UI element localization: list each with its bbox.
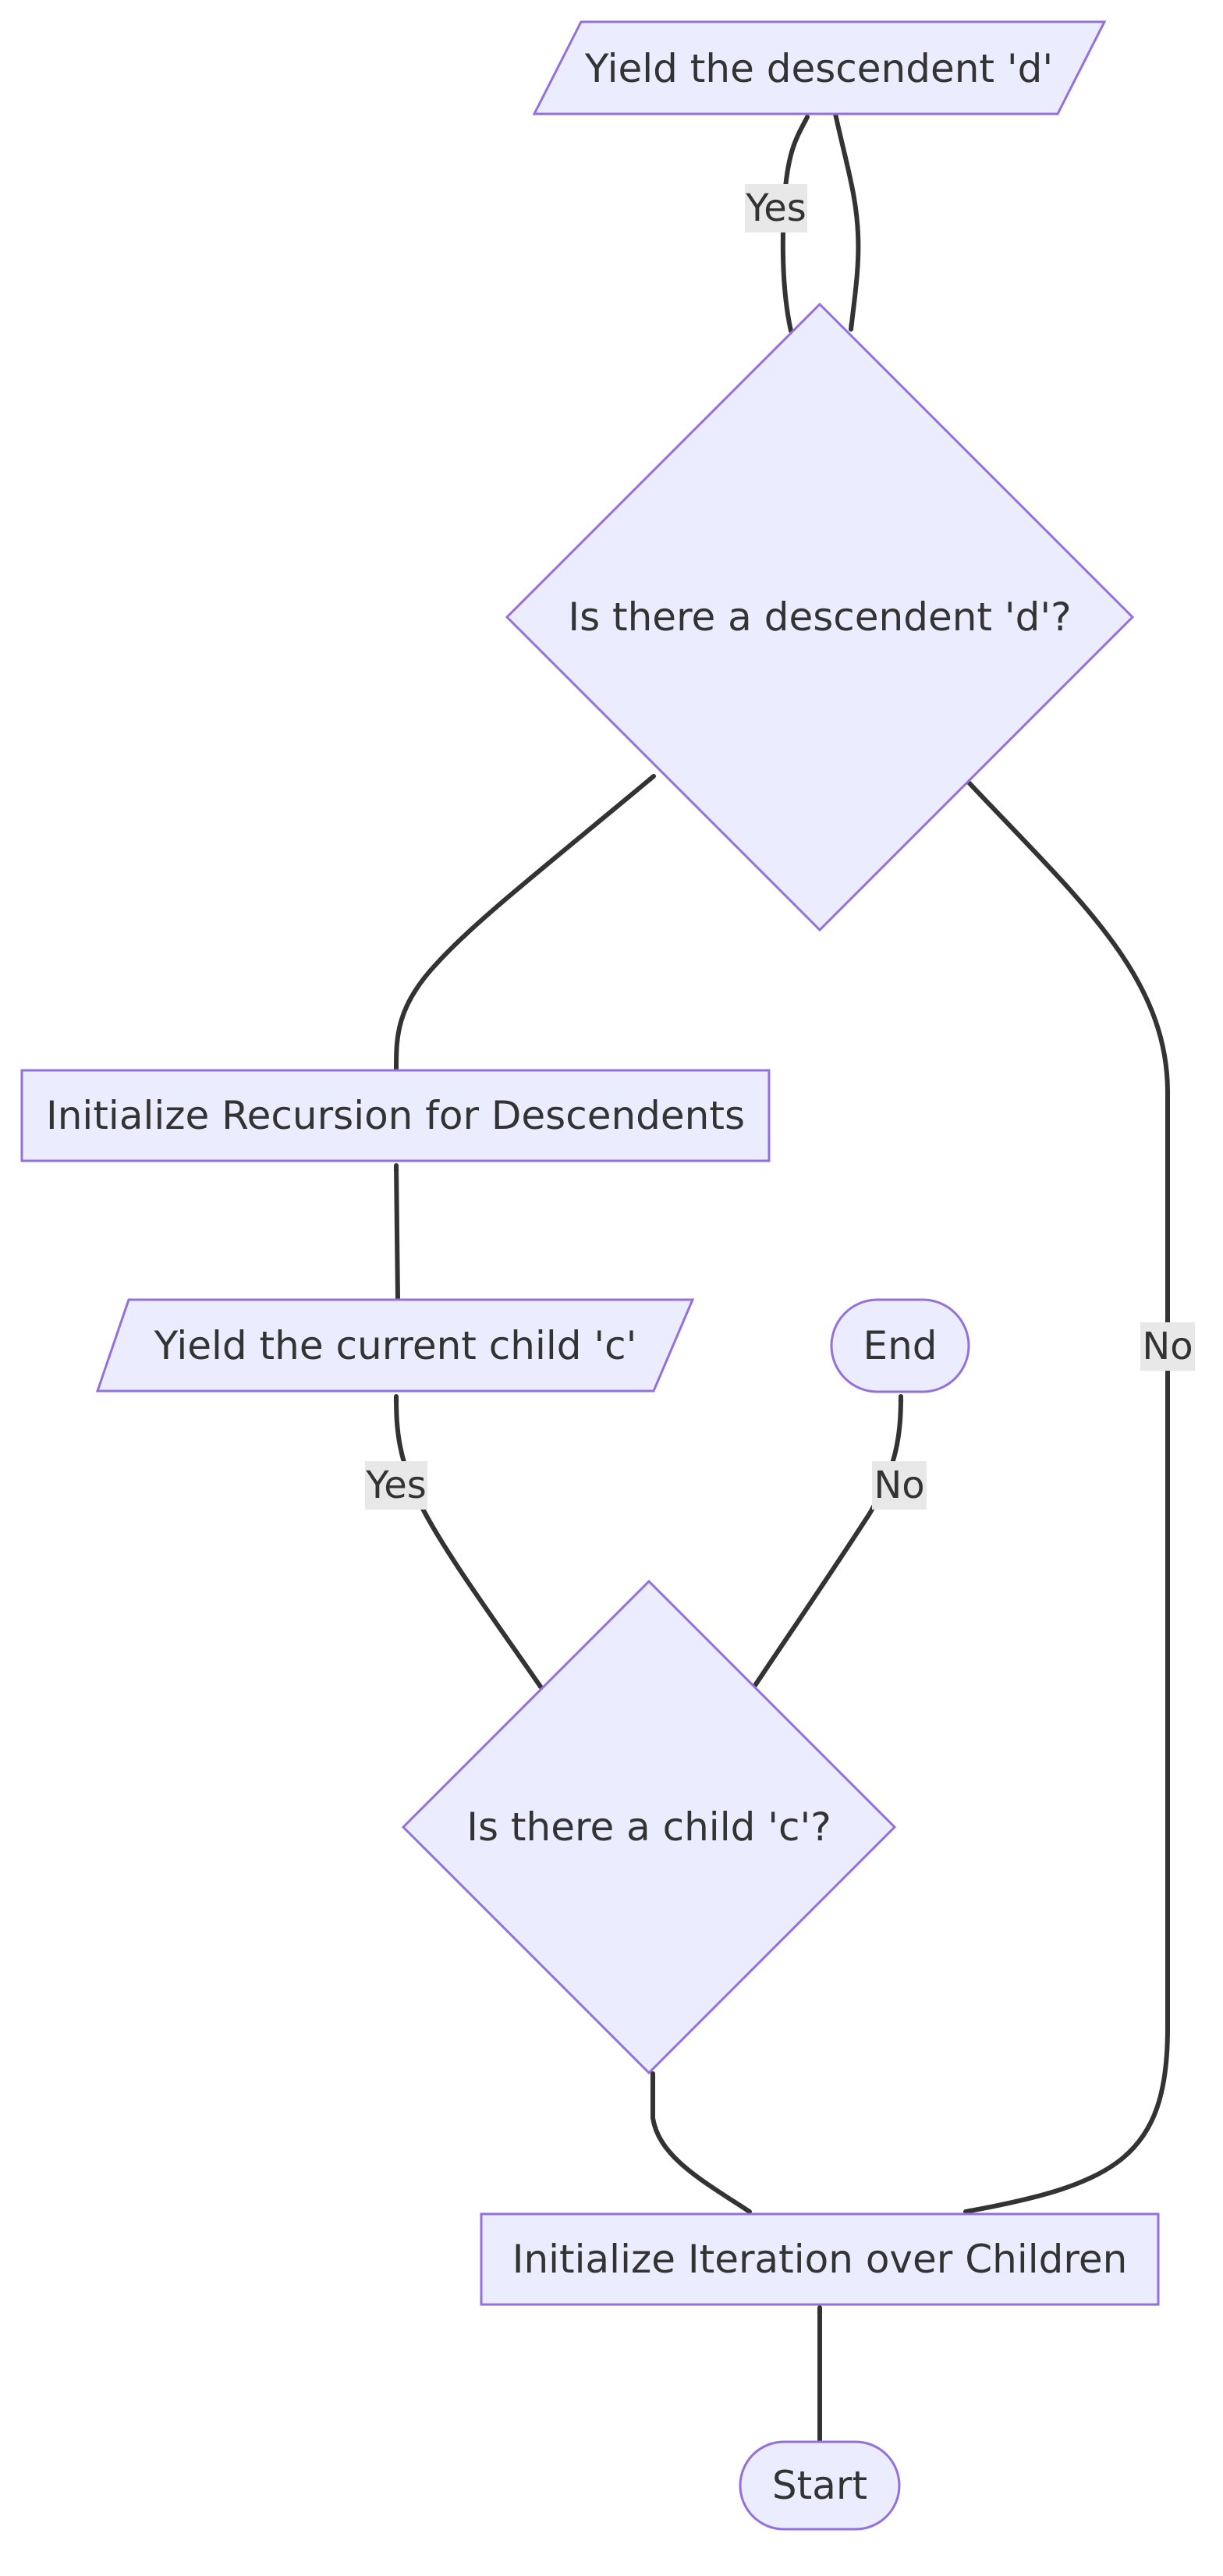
edge-yield-desc-to-desc-decision	[833, 112, 861, 332]
start-node-label: Start	[772, 2463, 867, 2508]
start-node[interactable]: Start	[739, 2440, 901, 2531]
init-children-node-label: Initialize Iteration over Children	[512, 2237, 1128, 2282]
yield-desc-node[interactable]: Yield the descendent 'd'	[532, 20, 1107, 115]
desc-decision-node-label: Is there a descendent 'd'?	[568, 594, 1071, 640]
svg-text:No: No	[1142, 1325, 1193, 1368]
edge-init-recursion-to-desc-decision	[394, 774, 656, 1071]
end-node-label: End	[863, 1323, 937, 1368]
edge-label-child-no: No	[872, 1461, 927, 1510]
svg-text:No: No	[874, 1464, 924, 1507]
edge-child-decision-to-yield-child	[393, 1394, 543, 1689]
edge-child-decision-to-end	[752, 1394, 904, 1689]
end-node[interactable]: End	[830, 1298, 970, 1393]
svg-text:Yes: Yes	[365, 1464, 426, 1507]
edge-init-children-to-child-decision	[650, 2071, 752, 2214]
edge-desc-decision-to-init-children	[963, 780, 1170, 2214]
init-recursion-node-label: Initialize Recursion for Descendents	[46, 1093, 745, 1138]
init-children-node[interactable]: Initialize Iteration over Children	[480, 2212, 1160, 2306]
edge-yield-child-to-init-recursion	[393, 1163, 400, 1301]
init-recursion-node[interactable]: Initialize Recursion for Descendents	[20, 1069, 771, 1162]
edge-label-child-yes: Yes	[365, 1461, 427, 1510]
yield-desc-node-label: Yield the descendent 'd'	[584, 46, 1053, 91]
child-decision-node-label: Is there a child 'c'?	[466, 1804, 831, 1850]
yield-child-node[interactable]: Yield the current child 'c'	[95, 1298, 695, 1393]
yield-child-node-label: Yield the current child 'c'	[154, 1323, 637, 1368]
edge-label-desc-no: No	[1140, 1322, 1195, 1371]
edge-label-desc-yes: Yes	[745, 184, 807, 232]
desc-decision-node[interactable]: Is there a descendent 'd'?	[505, 302, 1135, 932]
child-decision-node[interactable]: Is there a child 'c'?	[401, 1579, 897, 2075]
svg-text:Yes: Yes	[745, 186, 806, 230]
